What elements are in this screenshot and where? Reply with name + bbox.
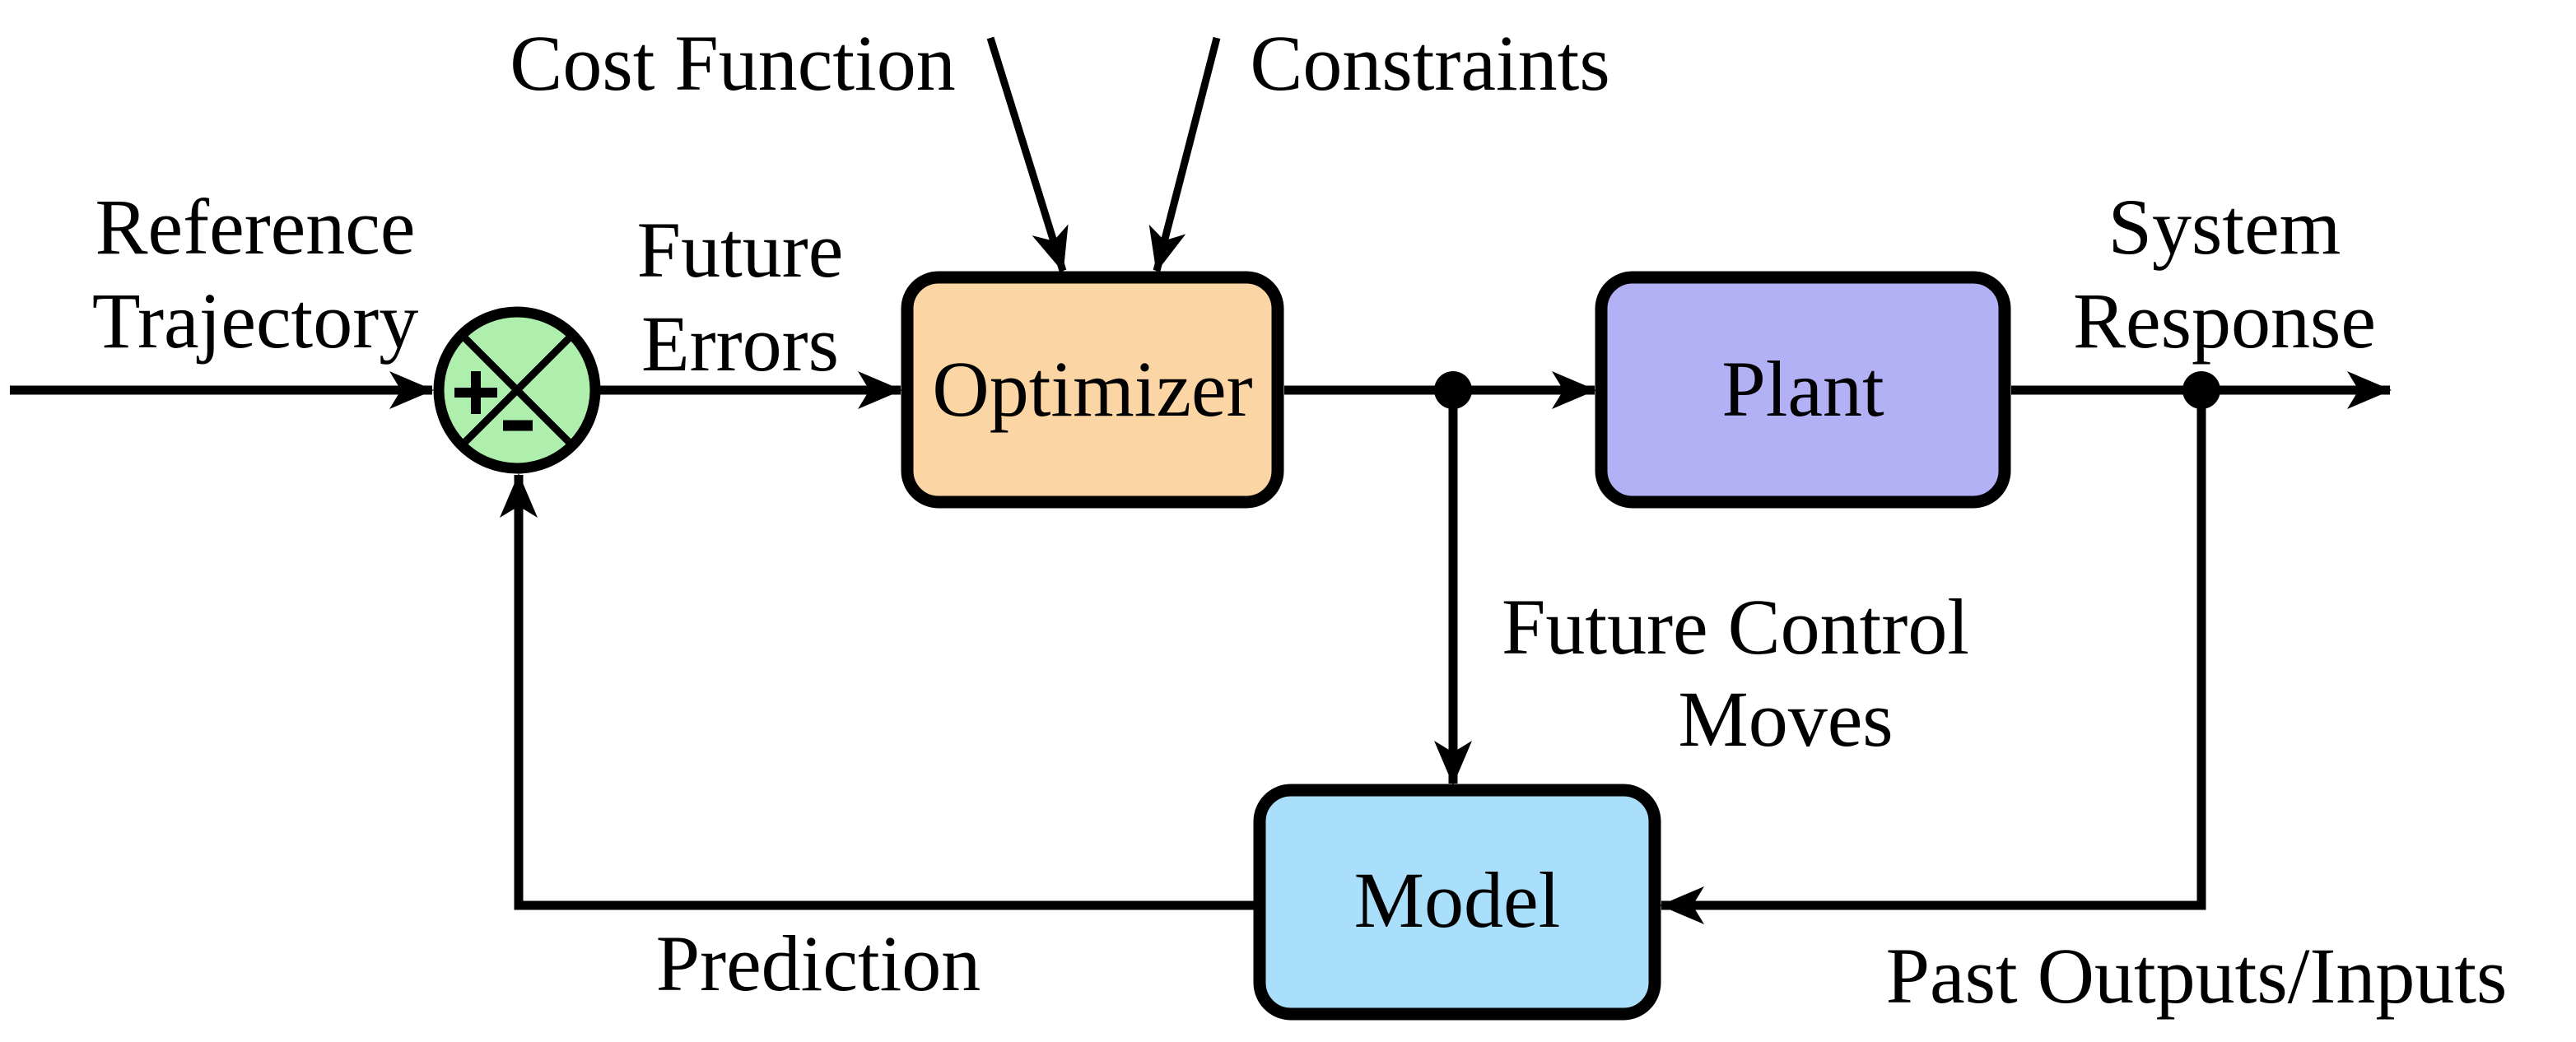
optimizer-block: [901, 271, 1284, 509]
system-response-line2: Response: [2073, 277, 2376, 365]
constraints-label: Constraints: [1250, 19, 1610, 107]
reference-trajectory-line1: Reference: [95, 183, 416, 271]
future-control-moves-line2: Moves: [1678, 675, 1894, 763]
system-response-line1: System: [2108, 183, 2341, 271]
plant-block-label: Plant: [1721, 345, 1884, 433]
cost-function-label: Cost Function: [510, 19, 956, 107]
model-block-label: Model: [1353, 856, 1561, 944]
branch-dot-control-moves: [1434, 371, 1472, 409]
plus-sign-icon: [454, 371, 497, 414]
plant-block: [1595, 271, 2011, 509]
branch-dot-system-response: [2182, 371, 2220, 409]
future-control-moves-line1: Future Control: [1502, 583, 1969, 671]
prediction-label: Prediction: [655, 919, 981, 1007]
system-response-label: System Response: [2073, 180, 2376, 368]
past-outputs-feedback-arrow: [1660, 390, 2206, 924]
past-outputs-inputs-label: Past Outputs/Inputs: [1885, 932, 2508, 1020]
future-errors-line2: Errors: [641, 300, 839, 388]
future-errors-line1: Future: [636, 206, 844, 294]
constraints-arrow: [1148, 36, 1221, 272]
model-block: [1253, 784, 1661, 1021]
prediction-feedback-arrow: [500, 473, 1260, 910]
reference-trajectory-label: Reference Trajectory: [92, 180, 418, 368]
future-errors-label: Future Errors: [637, 203, 844, 391]
cost-function-arrow: [986, 36, 1069, 272]
summing-cross-diagonal-2: [462, 335, 572, 445]
reference-trajectory-line2: Trajectory: [91, 277, 419, 365]
optimizer-block-label: Optimizer: [932, 345, 1253, 433]
